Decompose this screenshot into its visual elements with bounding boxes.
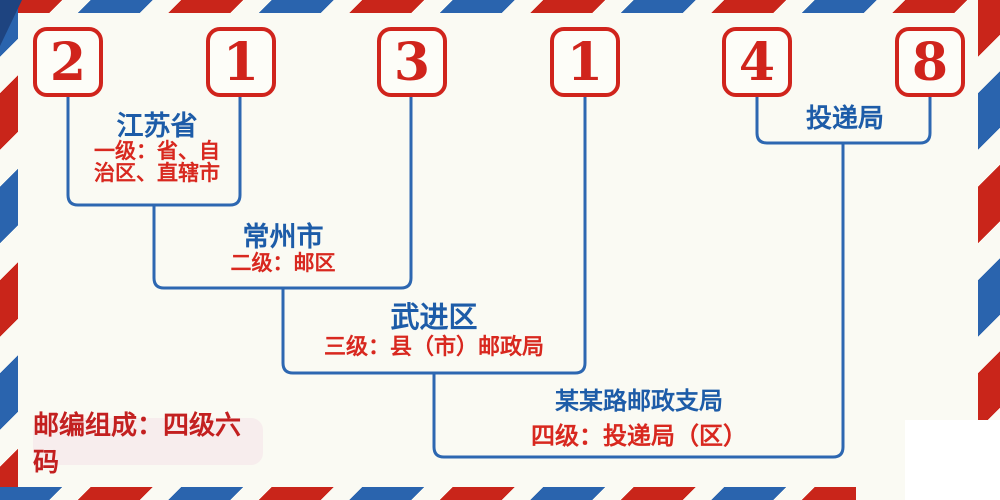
digit-1: 2 bbox=[49, 31, 87, 93]
digit-3: 3 bbox=[393, 31, 431, 93]
footer-badge: 邮编组成：四级六码 bbox=[33, 411, 263, 477]
level1-desc-line2: 治区、直辖市 bbox=[94, 162, 220, 185]
digit-box-5: 4 bbox=[722, 27, 792, 97]
digit-box-6: 8 bbox=[895, 27, 965, 97]
digit-box-1: 2 bbox=[33, 27, 103, 97]
level4-desc: 四级：投递局（区） bbox=[531, 423, 747, 450]
level3-place-name: 武进区 bbox=[390, 302, 478, 334]
level3-desc: 三级：县（市）邮政局 bbox=[323, 334, 544, 359]
level1-label-group: 江苏省 一级：省、自 治区、直辖市 bbox=[54, 111, 260, 185]
level1-desc-line1: 一级：省、自 bbox=[94, 140, 220, 163]
level2-desc: 二级：邮区 bbox=[230, 252, 336, 275]
bracket-level4 bbox=[432, 141, 845, 459]
digit-4: 1 bbox=[566, 31, 604, 93]
digit-box-4: 1 bbox=[550, 27, 620, 97]
level3-label-group: 武进区 三级：县（市）邮政局 bbox=[284, 302, 584, 360]
delivery-bracket-label: 投递局 bbox=[805, 104, 884, 133]
level2-label-group: 常州市 二级：邮区 bbox=[183, 222, 383, 276]
bracket-delivery bbox=[755, 95, 932, 145]
level4-place-name: 某某路邮政支局 bbox=[555, 389, 723, 415]
digit-6: 8 bbox=[911, 31, 949, 93]
level2-place-name: 常州市 bbox=[242, 222, 324, 252]
digit-box-3: 3 bbox=[377, 27, 447, 97]
footer-badge-label: 邮编组成：四级六码 bbox=[33, 410, 242, 477]
digit-box-2: 1 bbox=[206, 27, 276, 97]
digit-2: 1 bbox=[222, 31, 260, 93]
level4-label-group: 某某路邮政支局 四级：投递局（区） bbox=[489, 389, 789, 450]
level1-place-name: 江苏省 bbox=[116, 111, 198, 141]
digit-5: 4 bbox=[738, 31, 776, 93]
